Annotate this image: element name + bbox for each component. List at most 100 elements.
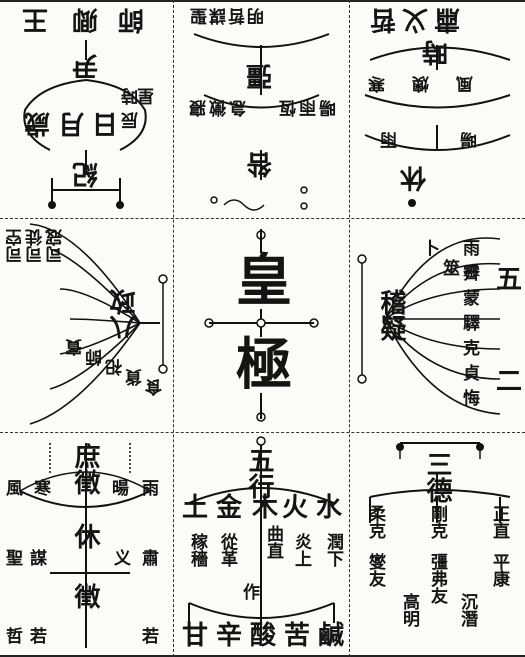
- text-wu: 五: [496, 265, 523, 295]
- text-cong-ge: 從革: [217, 533, 237, 567]
- text-meng: 蒙: [459, 289, 479, 306]
- text-xin: 辛: [216, 621, 243, 651]
- text-ming-zhe: 明哲謀聖: [188, 5, 264, 25]
- text-zhe-r3c1: 哲: [6, 627, 23, 647]
- cell-san-de-lines: [369, 442, 511, 523]
- divider-row-1: [0, 218, 525, 219]
- text-wang: 王: [22, 4, 49, 34]
- cell-wang-ji-lines: [23, 40, 147, 209]
- text-huo-fire: 火: [282, 493, 309, 523]
- text-san-de: 三德: [422, 451, 452, 503]
- text-han-cold: 寒: [34, 479, 51, 499]
- cell-wang-ji: 王 卿 師 尹 歲 月 日 時 星 辰 紀: [0, 0, 173, 218]
- text-xing: 星: [138, 88, 158, 105]
- text-sheng: 聖: [6, 549, 23, 569]
- text-zheng: 徵: [210, 100, 230, 117]
- text-ping-kang: 平康: [489, 553, 509, 587]
- text-ji: 紀: [72, 158, 99, 188]
- text-wu-xing: 五行: [244, 447, 274, 499]
- text-ke: 克: [459, 339, 479, 356]
- text-shi-yarrow: 筮: [439, 259, 459, 276]
- text-si: 祀: [106, 359, 126, 376]
- text-shi-army: 師: [86, 349, 106, 366]
- frame-bottom: [0, 655, 525, 657]
- cell-ba-zheng-lines: [29, 223, 168, 425]
- divider-col-1: [173, 0, 174, 657]
- text-zheng-r3c1: 徵: [70, 583, 100, 609]
- cell-shu-zheng-lines: [19, 443, 151, 648]
- text-su-yi-zhe: 肅义哲: [364, 4, 461, 34]
- text-xian: 鹹: [318, 621, 345, 651]
- text-si-kong: 司空: [6, 229, 26, 263]
- text-tu: 土: [182, 493, 209, 523]
- text-yu-warm: 燠: [412, 73, 429, 93]
- text-ruo-right: 若: [142, 627, 159, 647]
- text-shi: 師: [118, 4, 145, 34]
- text-gan: 甘: [182, 621, 209, 651]
- text-shui: 水: [316, 493, 343, 523]
- divider-col-2: [349, 0, 350, 657]
- text-sui: 歲: [24, 108, 51, 138]
- text-bu: 卜: [419, 239, 439, 256]
- text-xiu-r3c1: 休: [70, 523, 100, 549]
- text-chen: 辰: [122, 112, 142, 129]
- text-yin: 尹: [72, 50, 99, 80]
- text-ku: 苦: [284, 621, 311, 651]
- text-yi-r3c1: 义: [114, 549, 131, 569]
- text-su: 肅: [142, 549, 159, 569]
- text-ruo-left: 若: [30, 627, 47, 647]
- cell-xiu: 肅义哲 時 寒 燠 風 雨 暘 休: [350, 0, 525, 218]
- text-xiu: 休: [400, 162, 427, 192]
- text-si-kou: 司寇: [46, 229, 66, 263]
- text-jiang-fu-you: 彊弗友: [427, 553, 447, 604]
- text-mu: 木: [252, 493, 279, 523]
- text-qu-zhi: 曲直: [263, 525, 283, 559]
- text-yu-rain: 雨: [380, 129, 397, 149]
- cell-xiu-lines: [364, 45, 511, 207]
- text-ba-zheng: 八政: [110, 289, 140, 341]
- text-ji-fast: 急: [230, 100, 250, 117]
- cell-shu-zheng: 風 寒 庶徵 暘 雨 休 徵 聖 謀 义 肅 哲 若 若: [0, 433, 173, 655]
- cell-jiu: 明哲謀聖 彊 恆 雨 暘 寢 徵 急 咎: [174, 0, 349, 218]
- text-huo: 貨: [126, 369, 146, 386]
- text-ri: 日: [92, 108, 119, 138]
- text-yang-sun: 暘: [460, 129, 477, 149]
- text-zhen: 貞: [459, 364, 479, 381]
- divider-row-2: [0, 432, 525, 433]
- text-si-tu: 司徒: [26, 229, 46, 263]
- text-shu-zheng: 庶徵: [70, 443, 100, 495]
- text-jiu: 咎: [246, 148, 273, 178]
- cell-san-de: 三德 正直 剛克 柔克 平康 彊弗友 燮友 高明 沉潛: [350, 433, 525, 655]
- text-er: 二: [496, 367, 523, 397]
- text-ji-yi: 稽疑: [376, 289, 406, 341]
- text-yi: 驛: [459, 314, 479, 331]
- text-feng-wind: 風: [6, 479, 23, 499]
- text-yue: 月: [58, 108, 85, 138]
- text-yu-r2c3: 雨: [459, 239, 479, 256]
- text-qin: 寢: [190, 100, 210, 117]
- text-shi-food: 食: [146, 379, 166, 396]
- text-mou: 謀: [30, 549, 47, 569]
- cell-ba-zheng: 司空 司徒 司寇 賓 師 祀 貨 食 八政: [0, 219, 173, 432]
- text-zheng-zhi: 正直: [489, 505, 509, 539]
- frame-top: [0, 0, 525, 2]
- text-suan: 酸: [250, 621, 277, 651]
- text-jin: 金: [216, 493, 243, 523]
- text-gao-ming: 高明: [399, 593, 419, 627]
- text-bin: 賓: [66, 339, 86, 356]
- text-yang-r3c1: 暘: [112, 479, 129, 499]
- text-xie-you: 燮友: [365, 553, 385, 587]
- text-zuo: 作: [239, 583, 259, 600]
- cell-wu-xing-lines: [188, 436, 335, 633]
- cell-ji-yi-lines: [357, 237, 501, 415]
- text-ji-pole: 極: [236, 332, 292, 398]
- text-ji-clear: 霽: [459, 264, 479, 281]
- text-shi-r1c3: 時: [422, 36, 449, 66]
- text-qing: 卿: [72, 4, 99, 34]
- text-gang-ke: 剛克: [427, 505, 447, 539]
- cell-huang-ji: 皇 極: [174, 219, 349, 432]
- text-yan-shang: 炎上: [291, 533, 311, 567]
- text-heng: 恆: [280, 100, 300, 117]
- text-yu-r3c1: 雨: [142, 479, 159, 499]
